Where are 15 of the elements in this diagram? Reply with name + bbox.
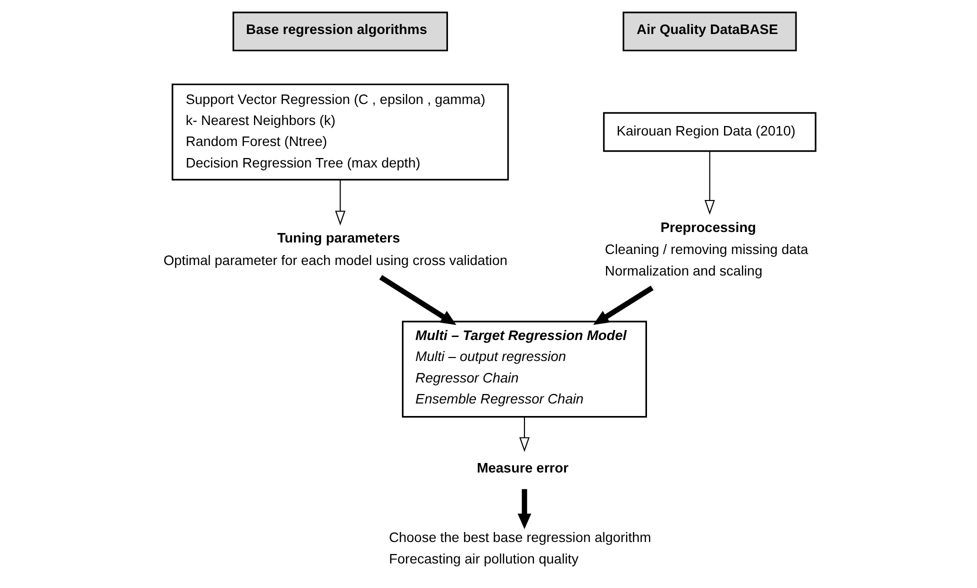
arrow bbox=[378, 274, 456, 326]
arrow bbox=[517, 489, 531, 530]
node-box: Air Quality DataBASE bbox=[622, 12, 796, 52]
node-text: Choose the best base regression algorithm Forecasting air pollution quality bbox=[388, 530, 651, 566]
node-box: Kairouan Region Data (2010) bbox=[602, 112, 816, 152]
node-text: Preprocessing Cleaning / removing missing data Normalization and scaling bbox=[604, 220, 808, 278]
arrow bbox=[704, 151, 714, 215]
node-box: Support Vector Regression (C , epsilon , gamma) k- Nearest Neighbors (k) Random Forest (Ntree) Decision Regression Tree (max depth) bbox=[171, 84, 508, 180]
node-text: Measure error bbox=[476, 460, 568, 476]
arrow bbox=[334, 180, 345, 226]
arrow bbox=[518, 416, 530, 452]
node-box: Multi – Target Regression Model Multi – output regression Regressor Chain Ensemble Regressor Chain bbox=[401, 320, 646, 418]
node-text: Tuning parameters Optimal parameter for each model using cross validation bbox=[162, 230, 507, 268]
node-box: Base regression algorithms bbox=[232, 12, 448, 52]
arrow bbox=[592, 286, 654, 325]
